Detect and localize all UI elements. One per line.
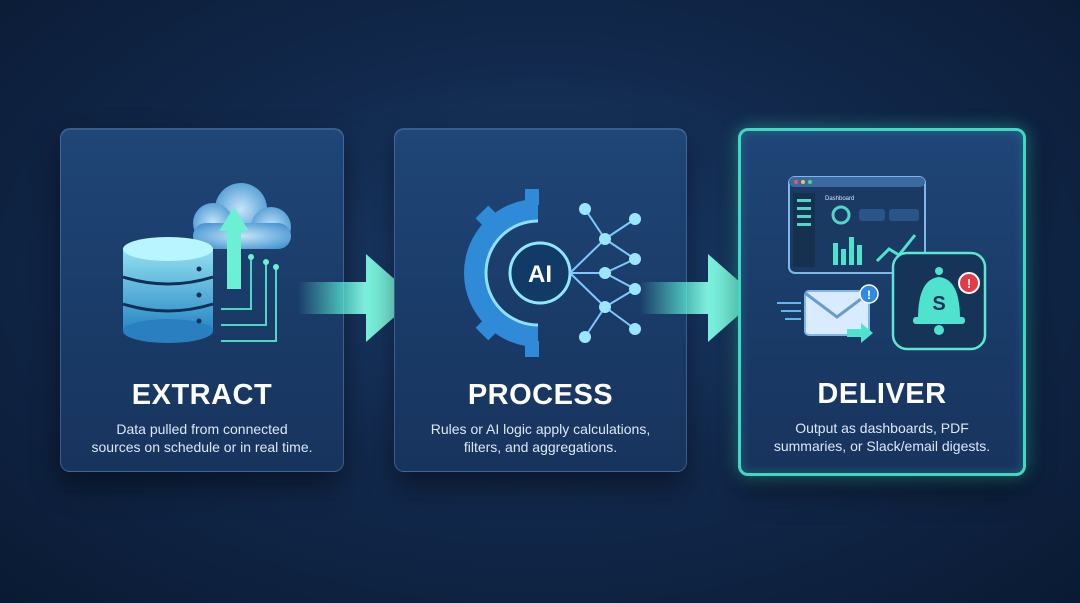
- step-card-deliver: Dashboard ! S !: [738, 128, 1026, 476]
- arrow-right-icon: [640, 254, 758, 342]
- step-card-process: AI PROCESS Rules or AI logic apply calcu…: [394, 128, 687, 472]
- slack-notification-icon: S !: [891, 251, 987, 351]
- step-title-extract: EXTRACT: [131, 379, 273, 411]
- step-description-process: Rules or AI logic apply calculations, fi…: [430, 421, 651, 455]
- dashboard-label: Dashboard: [825, 196, 854, 202]
- database-cloud-upload-icon: [122, 183, 291, 343]
- svg-text:S: S: [932, 293, 945, 315]
- svg-text:!: !: [867, 288, 871, 302]
- dashboard-window-icon: Dashboard: [788, 176, 926, 274]
- step-description-deliver: Output as dashboards, PDF summaries, or …: [773, 420, 991, 454]
- svg-text:!: !: [967, 276, 971, 291]
- dashboard-email-slack-icon: Dashboard ! S !: [777, 176, 987, 351]
- email-icon: !: [804, 284, 879, 343]
- step-description-extract: Data pulled from connected sources on sc…: [91, 421, 313, 455]
- ai-badge-label: AI: [528, 261, 552, 288]
- arrow-right-icon: [298, 254, 416, 342]
- step-title-deliver: DELIVER: [817, 378, 947, 410]
- gear-ai-network-icon: AI: [464, 189, 641, 357]
- step-title-process: PROCESS: [467, 379, 614, 411]
- step-card-extract: EXTRACT Data pulled from connected sourc…: [60, 128, 344, 472]
